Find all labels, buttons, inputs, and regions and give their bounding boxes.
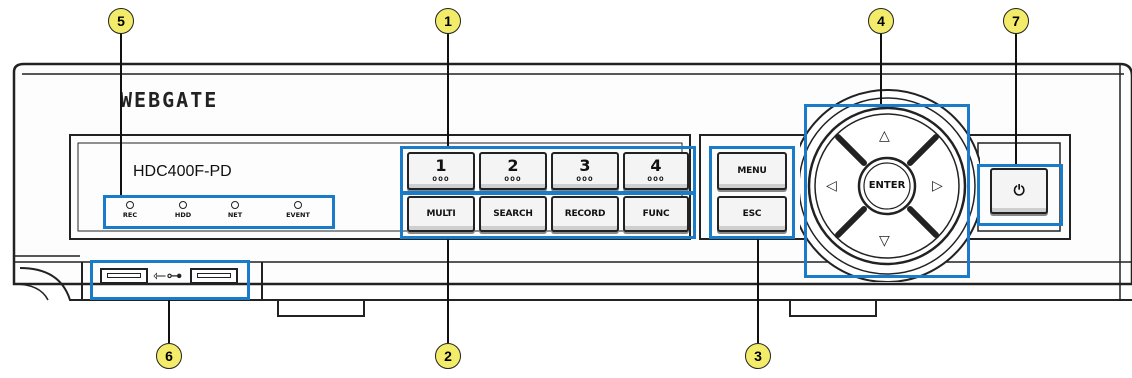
channel-1-button[interactable]: 1 ooo	[407, 152, 475, 190]
leader-line	[120, 34, 122, 195]
highlight-power-button	[977, 164, 1063, 226]
record-button[interactable]: RECORD	[551, 196, 619, 232]
usb-icon: ⇽⊶	[153, 266, 183, 285]
callout-2: 2	[435, 343, 461, 369]
channel-number: 1	[435, 156, 447, 175]
func-button[interactable]: FUNC	[623, 196, 689, 232]
power-icon: ⏻	[1013, 183, 1025, 199]
power-button[interactable]: ⏻	[990, 168, 1048, 214]
led-label: HDD	[174, 211, 192, 219]
highlight-status-leds	[103, 195, 335, 229]
led-label: NET	[227, 211, 243, 219]
channel-4-button[interactable]: 4 ooo	[623, 152, 689, 190]
channel-dots: ooo	[432, 174, 450, 183]
channel-dots: ooo	[504, 174, 522, 183]
button-label: MENU	[737, 166, 767, 176]
channel-number: 3	[579, 156, 591, 175]
channel-dots: ooo	[647, 174, 665, 183]
led-indicator	[294, 201, 302, 209]
highlight-function-buttons	[400, 192, 696, 239]
led-rec: REC	[110, 201, 150, 219]
menu-button[interactable]: MENU	[717, 152, 787, 190]
leader-line	[757, 239, 759, 343]
callout-1: 1	[435, 8, 461, 34]
led-label: REC	[122, 211, 138, 219]
highlight-navigation-dial	[804, 104, 970, 278]
button-label: MULTI	[426, 209, 456, 219]
callout-4: 4	[868, 8, 894, 34]
led-event: EVENT	[278, 201, 318, 219]
channel-dots: ooo	[576, 174, 594, 183]
led-hdd: HDD	[163, 201, 203, 219]
right-arrow-icon[interactable]: ▷	[932, 178, 943, 194]
channel-number: 2	[507, 156, 519, 175]
esc-button[interactable]: ESC	[717, 196, 787, 232]
callout-7: 7	[1003, 8, 1029, 34]
leader-line	[1015, 34, 1017, 164]
down-arrow-icon[interactable]: ▽	[879, 233, 890, 249]
model-label: HDC400F-PD	[133, 163, 232, 180]
highlight-usb-ports	[90, 260, 250, 300]
highlight-channel-buttons	[400, 146, 696, 194]
channel-2-button[interactable]: 2 ooo	[479, 152, 547, 190]
usb-port-left	[100, 268, 148, 284]
callout-5: 5	[108, 8, 134, 34]
leader-line	[168, 300, 170, 343]
led-indicator	[179, 201, 187, 209]
highlight-menu-esc	[709, 146, 795, 239]
button-label: FUNC	[642, 209, 670, 219]
leader-line	[880, 34, 882, 104]
usb-port-right	[190, 268, 238, 284]
button-label: SEARCH	[493, 209, 533, 219]
search-button[interactable]: SEARCH	[479, 196, 547, 232]
callout-6: 6	[156, 343, 182, 369]
button-label: RECORD	[564, 209, 606, 219]
led-indicator	[126, 201, 134, 209]
up-arrow-icon[interactable]: △	[879, 128, 890, 144]
leader-line	[447, 239, 449, 343]
multi-button[interactable]: MULTI	[407, 196, 475, 232]
led-net: NET	[215, 201, 255, 219]
callout-3: 3	[745, 343, 771, 369]
leader-line	[447, 34, 449, 146]
navigation-dial	[800, 89, 980, 282]
led-label: EVENT	[286, 211, 310, 219]
left-arrow-icon[interactable]: ◁	[826, 178, 837, 194]
brand-logo: WEBGATE	[120, 88, 219, 112]
led-indicator	[231, 201, 239, 209]
enter-button[interactable]: ENTER	[868, 180, 906, 191]
channel-number: 4	[650, 156, 662, 175]
channel-3-button[interactable]: 3 ooo	[551, 152, 619, 190]
button-label: ESC	[742, 209, 762, 219]
